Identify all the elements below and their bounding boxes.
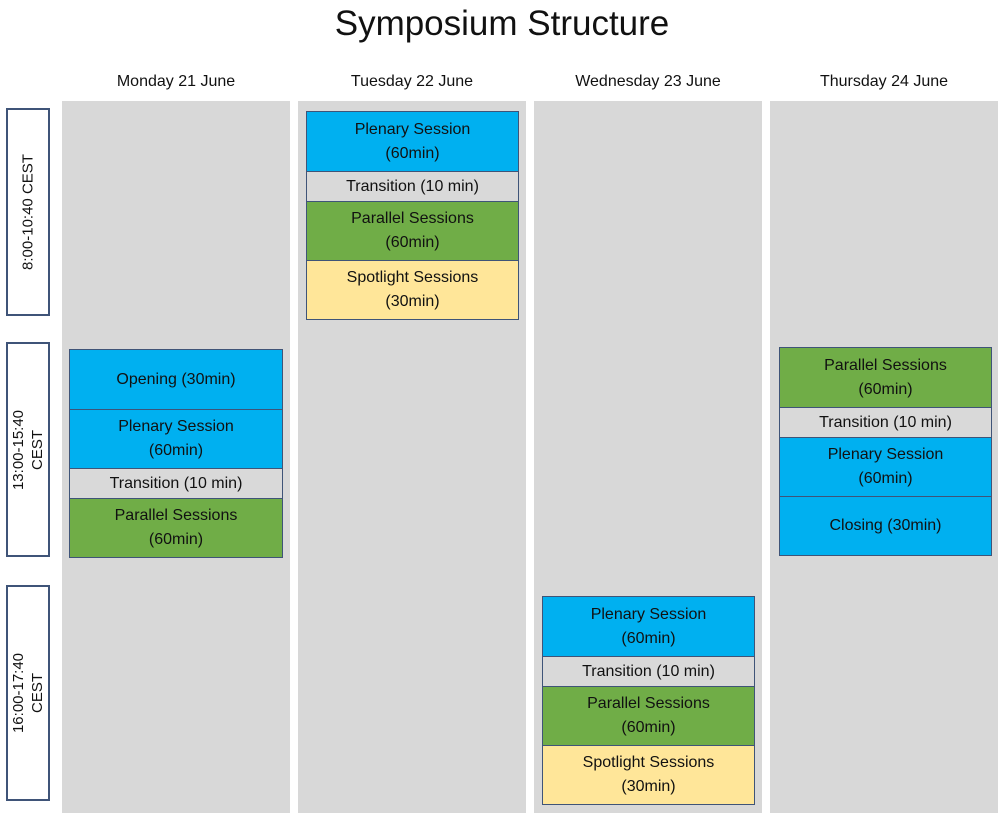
- time-slot-label: 13:00-15:40 CEST: [10, 409, 46, 490]
- page-title: Symposium Structure: [334, 4, 670, 43]
- day-header-tuesday: Tuesday 22 June: [350, 73, 474, 90]
- session-block-transition: Transition (10 min): [780, 407, 991, 437]
- session-stack-monday: Opening (30min) Plenary Session (60min) …: [69, 349, 283, 558]
- session-stack-tuesday: Plenary Session (60min) Transition (10 m…: [306, 111, 519, 320]
- session-block-spotlight: Spotlight Sessions (30min): [307, 260, 518, 319]
- session-block-plenary: Plenary Session (60min): [307, 112, 518, 171]
- session-block-plenary: Plenary Session (60min): [70, 409, 282, 468]
- session-block-opening: Opening (30min): [70, 350, 282, 409]
- session-block-transition: Transition (10 min): [307, 171, 518, 201]
- time-slot-evening: 16:00-17:40 CEST: [6, 585, 50, 801]
- session-block-transition: Transition (10 min): [70, 468, 282, 498]
- time-slot-morning: 8:00-10:40 CEST: [6, 108, 50, 316]
- day-header-monday: Monday 21 June: [116, 73, 236, 90]
- session-block-parallel: Parallel Sessions (60min): [543, 686, 754, 745]
- session-stack-wednesday: Plenary Session (60min) Transition (10 m…: [542, 596, 755, 805]
- session-block-plenary: Plenary Session (60min): [543, 597, 754, 656]
- session-block-closing: Closing (30min): [780, 496, 991, 555]
- time-slot-label: 8:00-10:40 CEST: [19, 154, 37, 270]
- day-header-thursday: Thursday 24 June: [819, 73, 949, 90]
- time-slot-label: 16:00-17:40 CEST: [10, 652, 46, 734]
- session-block-parallel: Parallel Sessions (60min): [780, 348, 991, 407]
- session-block-spotlight: Spotlight Sessions (30min): [543, 745, 754, 804]
- session-stack-thursday: Parallel Sessions (60min) Transition (10…: [779, 347, 992, 556]
- session-block-parallel: Parallel Sessions (60min): [307, 201, 518, 260]
- day-header-wednesday: Wednesday 23 June: [575, 73, 721, 90]
- time-slot-afternoon: 13:00-15:40 CEST: [6, 342, 50, 557]
- session-block-transition: Transition (10 min): [543, 656, 754, 686]
- session-block-plenary: Plenary Session (60min): [780, 437, 991, 496]
- session-block-parallel: Parallel Sessions (60min): [70, 498, 282, 557]
